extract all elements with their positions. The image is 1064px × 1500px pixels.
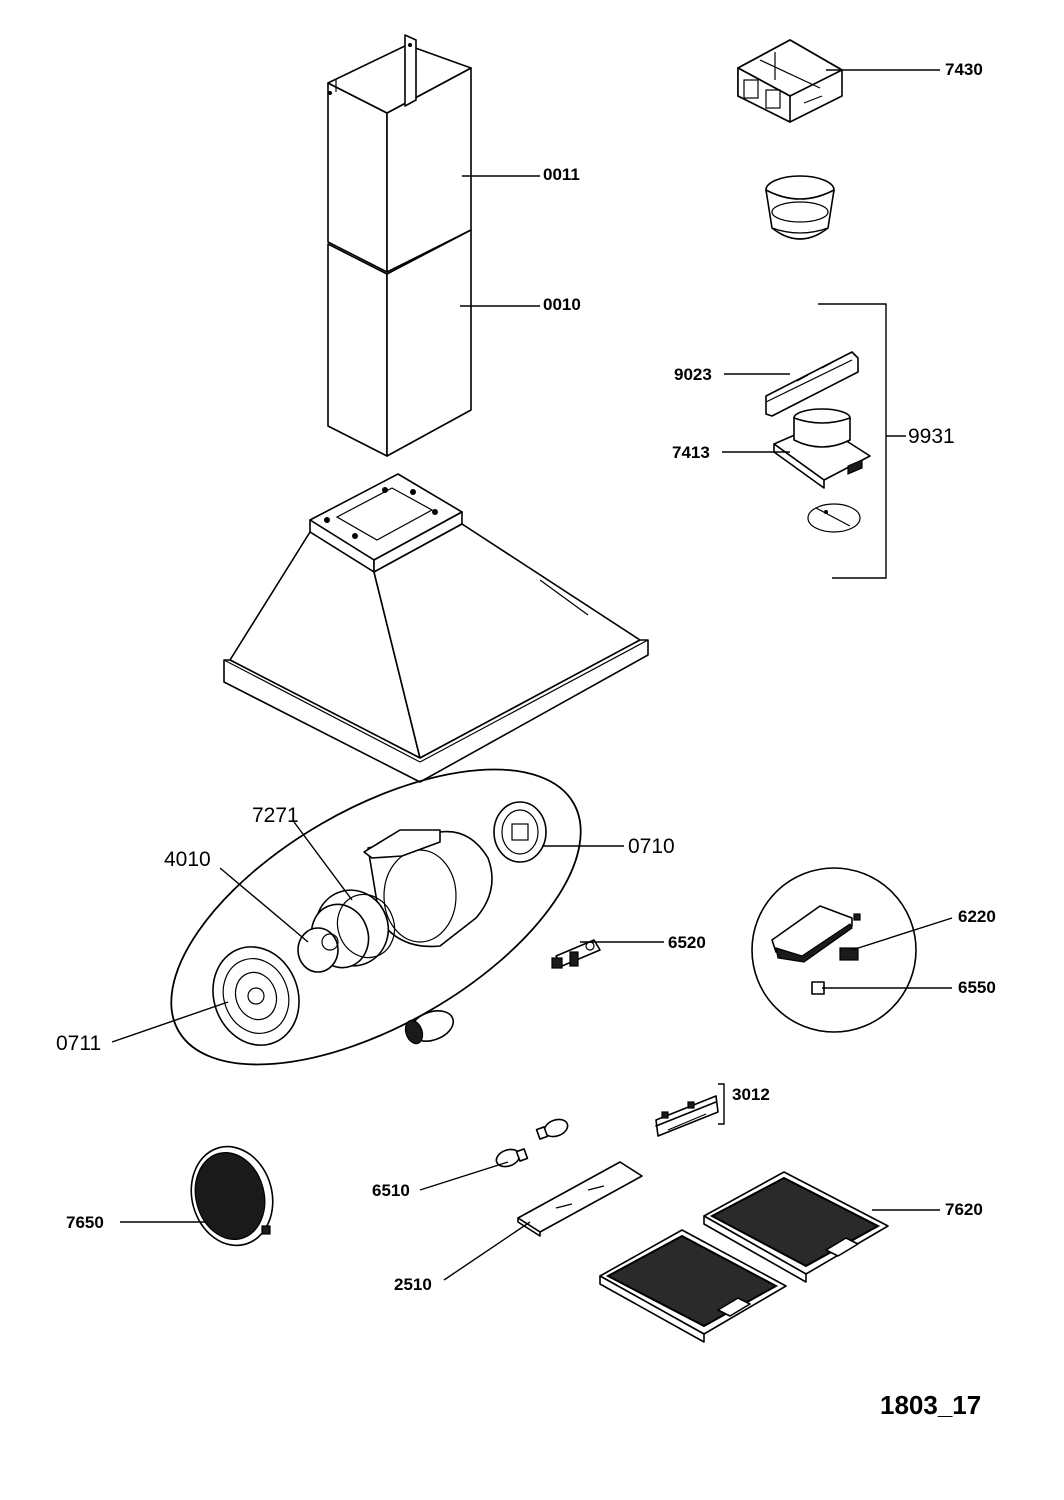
label-7413: 7413: [672, 443, 710, 462]
label-0011: 0011: [543, 165, 580, 184]
part-7413-flange: [773, 408, 871, 489]
leader-lines: [111, 69, 953, 1281]
label-0711: 0711: [56, 1032, 101, 1055]
chimney-lower: [327, 229, 472, 457]
label-7271: 7271: [252, 804, 299, 827]
hood-canopy: [223, 473, 649, 783]
control-detail-callout: [751, 867, 917, 1033]
label-7650: 7650: [66, 1213, 104, 1232]
part-3012-set: [655, 1083, 725, 1137]
label-0710: 0710: [628, 835, 675, 858]
label-7430: 7430: [945, 60, 983, 79]
gasket-ring: [807, 503, 861, 533]
duct-adapter-ring: [765, 175, 835, 240]
chimney-upper: [327, 34, 472, 273]
part-7620-grease-filters: [599, 1171, 889, 1343]
label-3012: 3012: [732, 1085, 770, 1104]
motor-assembly-callout: [170, 768, 582, 1066]
part-9023-strip: [765, 351, 859, 417]
label-9023: 9023: [674, 365, 712, 384]
part-6510-lamps: [495, 1118, 569, 1168]
label-2510: 2510: [394, 1275, 432, 1294]
part-labels: 0011 0010 7430 9023 7413 9931 7271 4010 …: [56, 60, 996, 1420]
part-2510-glass: [517, 1161, 643, 1237]
part-7650-carbon-filter: [190, 1145, 274, 1247]
part-6520-switch: [551, 939, 601, 969]
part-7430-bracket: [737, 39, 843, 123]
label-9931: 9931: [908, 425, 955, 448]
label-6220: 6220: [958, 907, 996, 926]
label-4010: 4010: [164, 848, 211, 871]
label-6510: 6510: [372, 1181, 410, 1200]
label-6550: 6550: [958, 978, 996, 997]
label-0010: 0010: [543, 295, 581, 314]
label-7620: 7620: [945, 1200, 983, 1219]
kit-9931-bracket: [818, 303, 887, 579]
label-6520: 6520: [668, 933, 706, 952]
drawing-code: 1803_17: [880, 1390, 981, 1420]
